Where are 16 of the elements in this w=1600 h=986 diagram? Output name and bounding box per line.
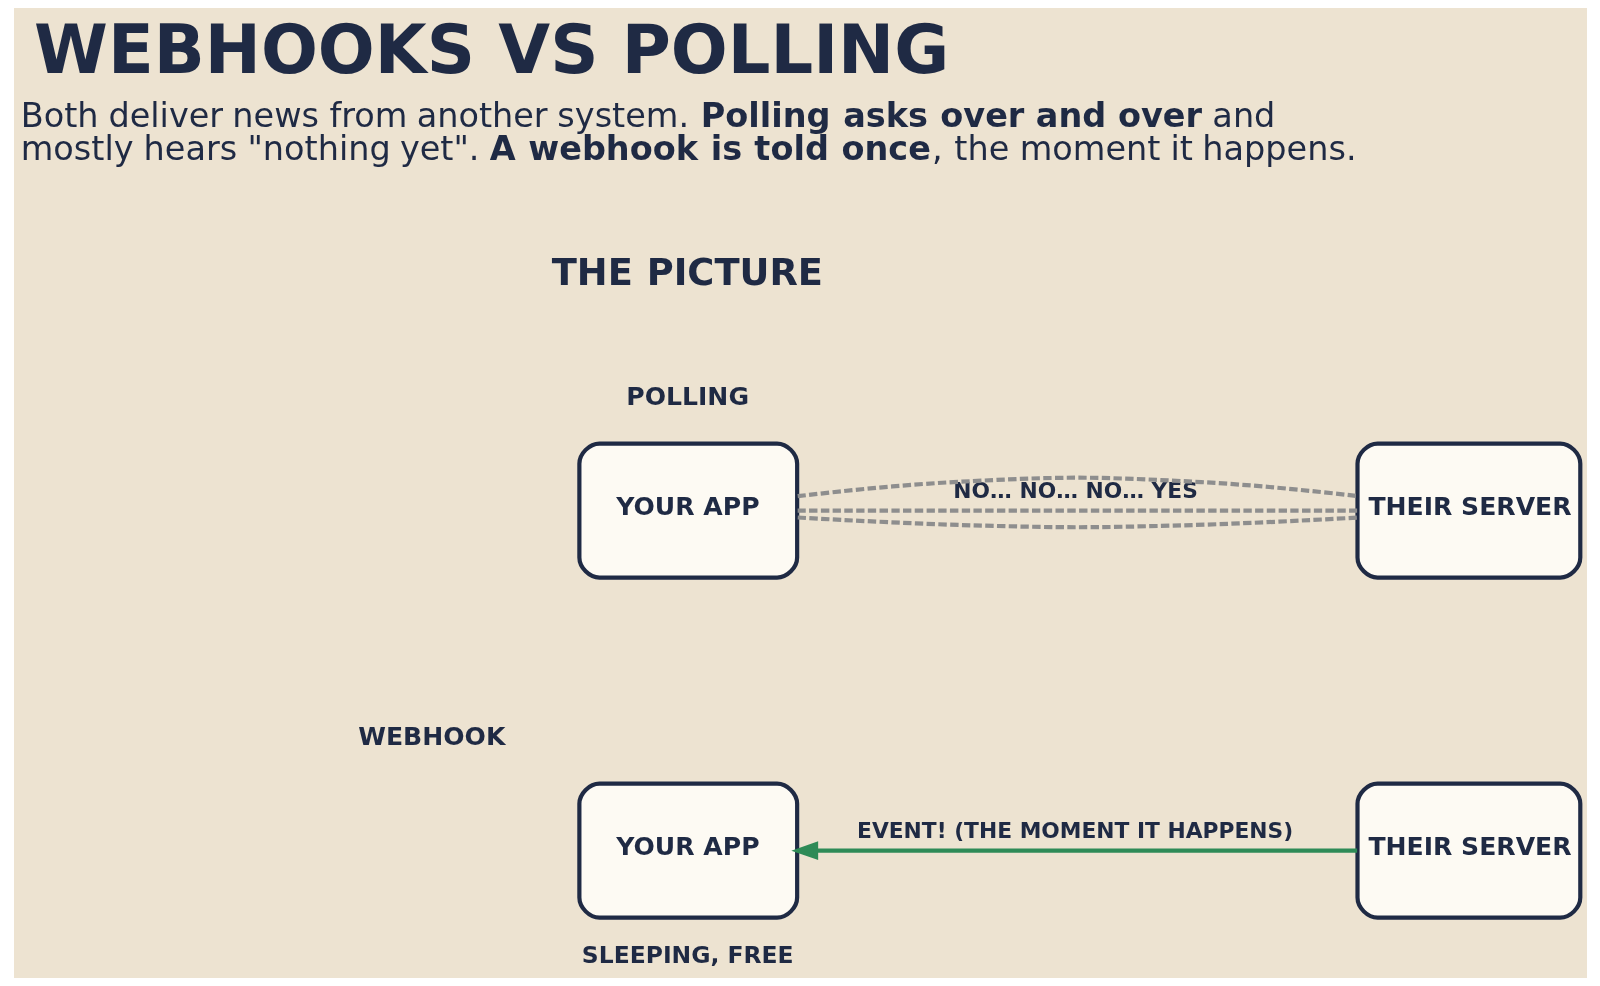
edge-label: EVENT! (THE MOMENT IT HAPPENS) <box>856 817 1293 843</box>
label: THE PICTURE <box>551 251 823 295</box>
node-box: THEIR SERVER <box>1354 441 1582 580</box>
connector <box>797 515 1357 530</box>
arrow <box>790 841 1357 861</box>
label: WEBHOOK <box>357 722 505 752</box>
label: Both deliver news from another system. Polling asks over and over and mostly hears "nothing yet". A webhook is told once, the moment it happens. <box>20 95 1357 169</box>
edge-label: NO… NO… NO… YES <box>952 477 1198 503</box>
diagram-title: WEBHOOKS VS POLLING <box>33 11 949 90</box>
node-box: YOUR APP <box>576 781 799 920</box>
node-box: YOUR APP <box>576 441 799 580</box>
connector <box>796 475 1357 499</box>
label: POLLING <box>625 382 749 412</box>
node-box: THEIR SERVER <box>1354 781 1582 920</box>
connector <box>797 508 1357 513</box>
node-label: SLEEPING, FREE <box>581 941 794 970</box>
